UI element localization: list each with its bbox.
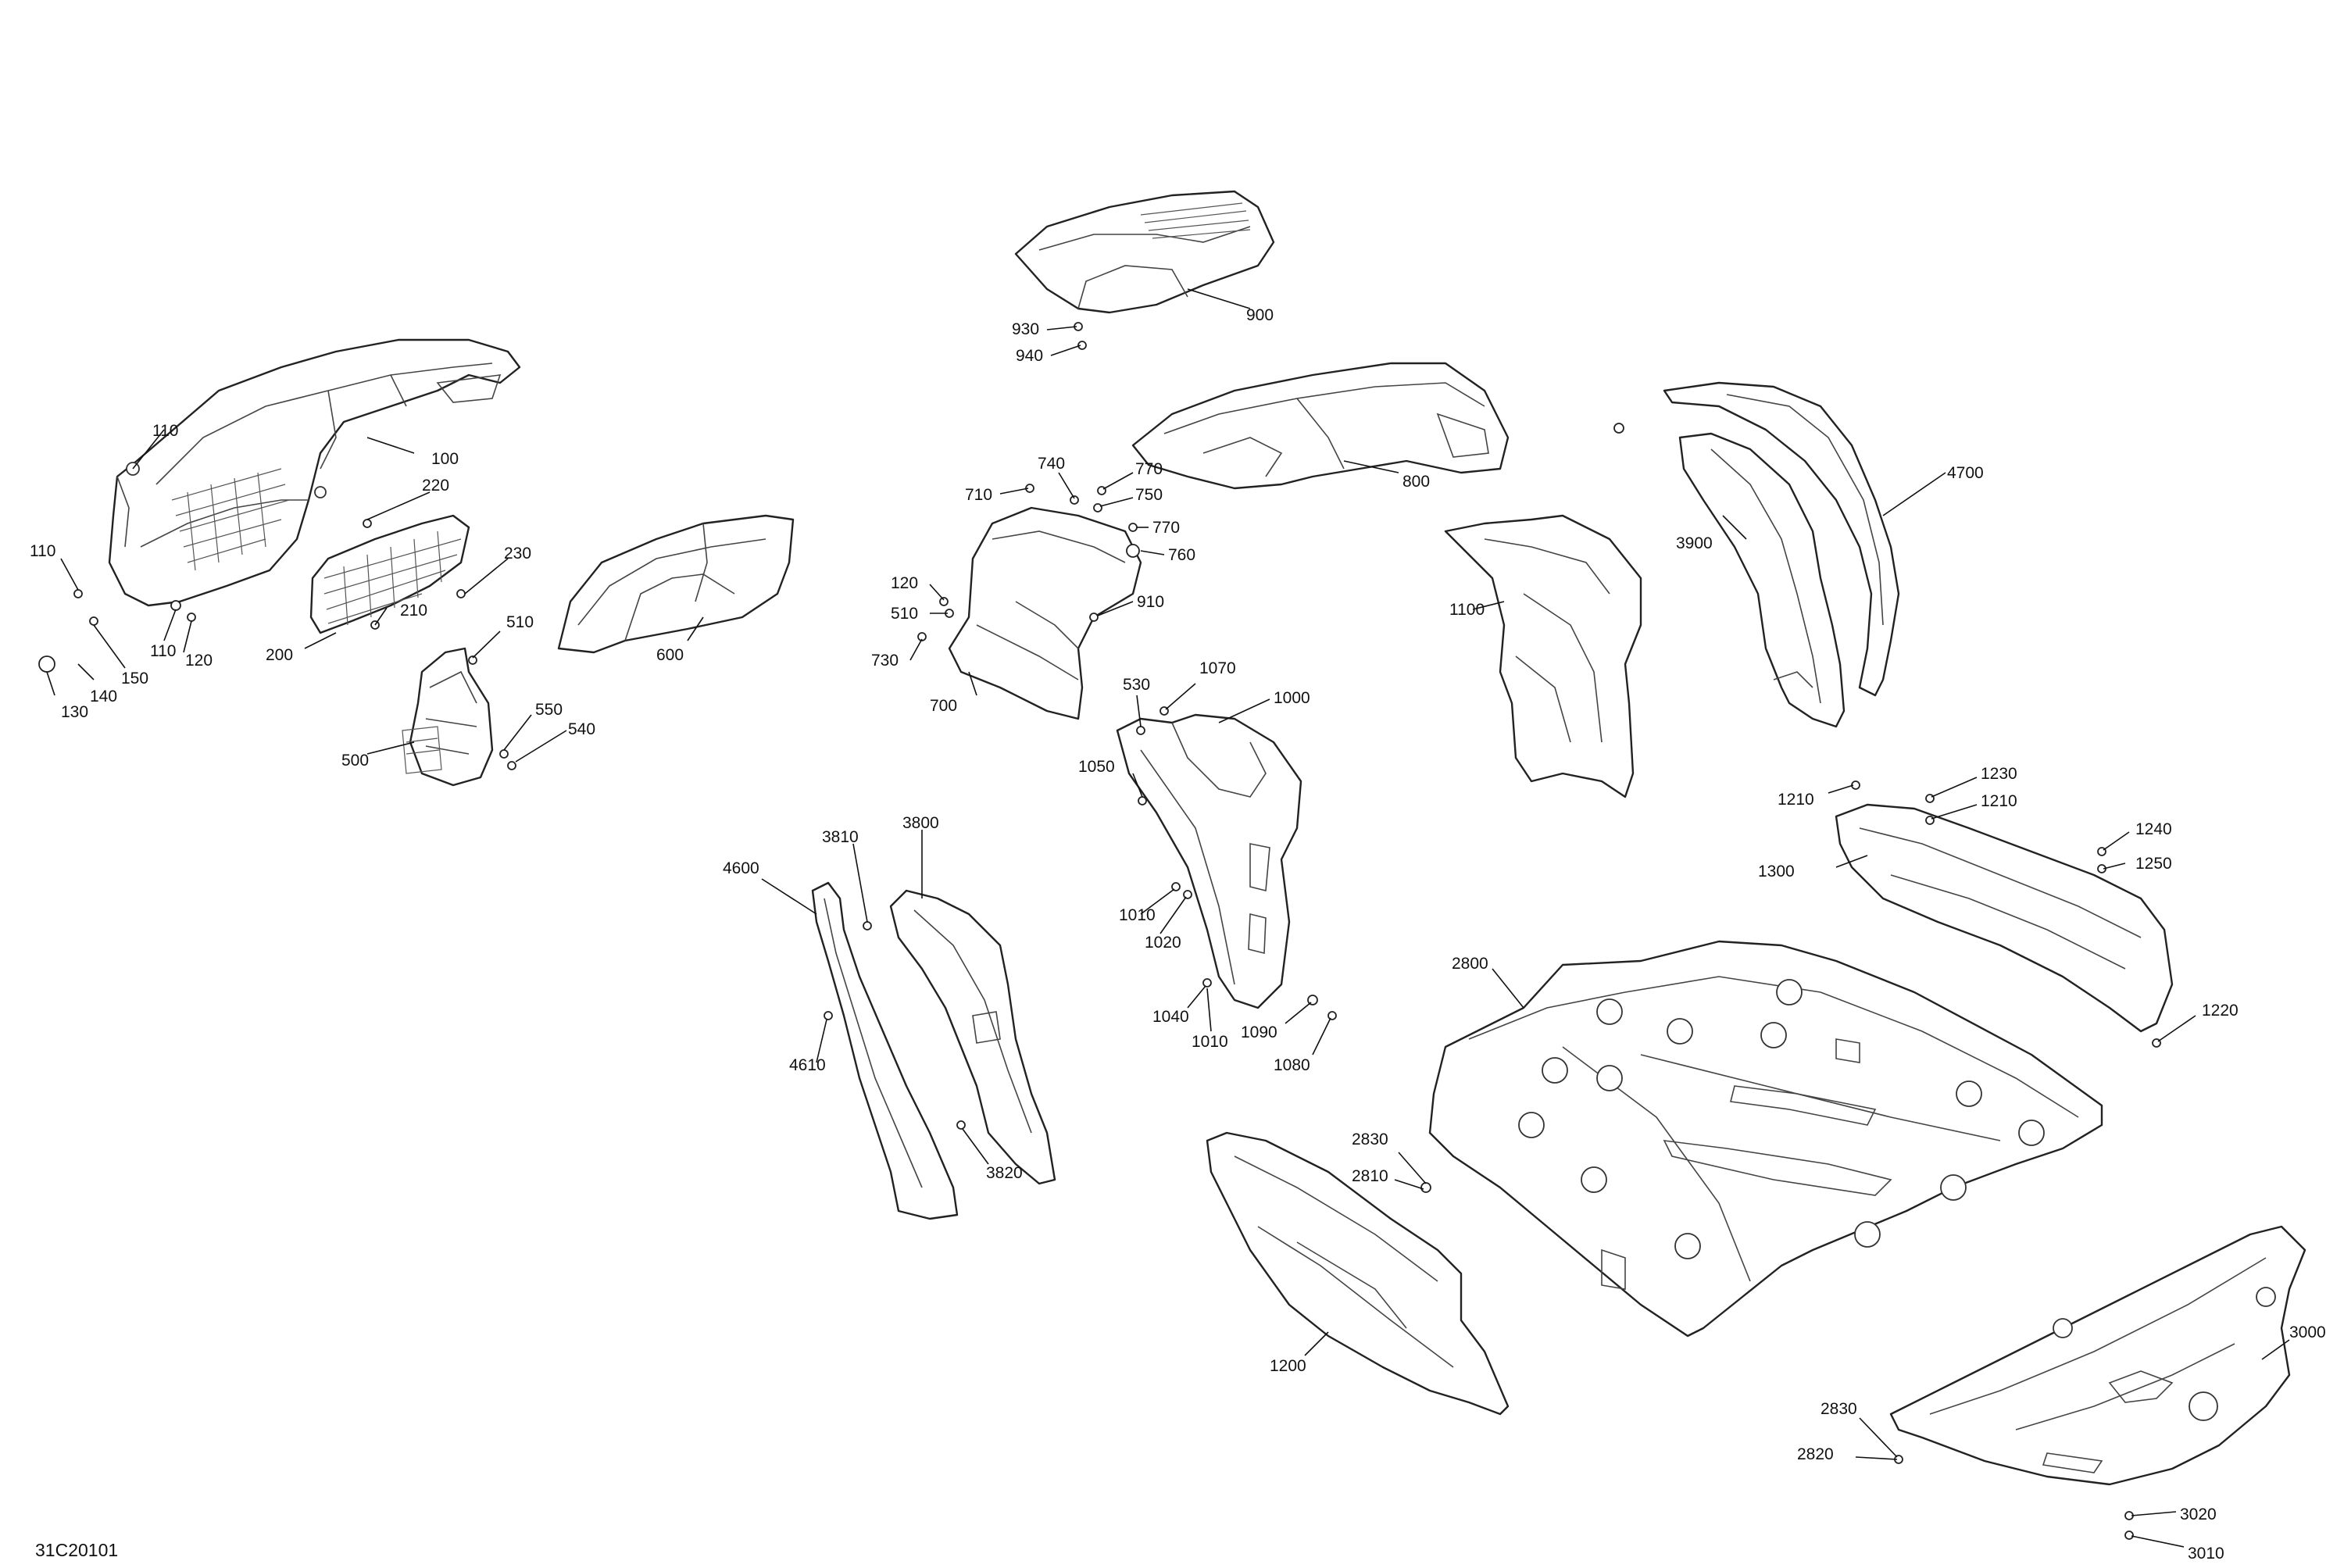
callout-label: 900 [1246,306,1274,324]
callout-label: 1010 [1192,1033,1228,1051]
callout-label: 600 [656,646,684,664]
callout-label: 120 [185,652,213,670]
callout-label: 200 [266,646,293,664]
callout-label: 2820 [1797,1445,1834,1463]
callout-label: 1230 [1981,765,2017,783]
callout-label: 1020 [1145,934,1181,952]
callout-label: 510 [506,613,534,631]
part-skid-plate-2800 [1428,940,2103,1338]
callout-label: 1010 [1119,906,1156,924]
callout-label: 800 [1402,473,1430,491]
callout-label: 750 [1135,486,1163,504]
callout-label: 1240 [2135,820,2172,838]
callout-label: 3800 [902,814,939,832]
callout-label: 2810 [1352,1167,1388,1185]
part-console-700 [948,506,1142,720]
callout-label: 140 [90,688,117,705]
callout-label: 4610 [789,1056,826,1074]
callout-label: 510 [891,605,918,623]
callout-label: 3900 [1676,534,1713,552]
callout-label: 3010 [2188,1545,2224,1563]
callout-label: 540 [568,720,595,738]
callout-label: 1040 [1152,1008,1189,1026]
callout-label: 4600 [723,859,759,877]
callout-label: 1090 [1241,1023,1277,1041]
callout-labels: 100 110 110 110 120 130 140 150 200 210 … [30,306,2326,1563]
callout-label: 110 [150,642,176,660]
callout-label: 550 [535,701,563,719]
callout-label: 100 [431,450,459,468]
callout-label: 730 [871,652,899,670]
callout-label: 1000 [1274,689,1310,707]
callout-label: 130 [61,703,88,721]
callout-label: 930 [1012,320,1039,338]
part-rear-bar-1300 [1835,803,2174,1033]
part-fender-flare-4700 [1663,381,1900,697]
callout-label: 1070 [1199,659,1236,677]
part-rear-panel-1100 [1444,514,1642,798]
callout-label: 150 [121,670,148,688]
part-rear-skid-3000 [1889,1225,2306,1486]
part-rocker-4600 [811,881,959,1220]
callout-label: 1210 [1981,792,2017,810]
part-top-cover-900 [1014,190,1275,314]
callout-label: 210 [400,602,427,620]
callout-label: 700 [930,697,957,715]
callout-label: 120 [891,574,918,592]
callout-label: 1220 [2202,1002,2239,1020]
callout-label: 3000 [2289,1323,2326,1341]
callout-label: 1050 [1078,758,1115,776]
part-fender-3900 [1678,432,1846,728]
callout-label: 940 [1016,347,1043,365]
leader-lines [46,288,2290,1548]
callout-label: 1250 [2135,855,2172,873]
part-side-skid-1200 [1206,1131,1510,1416]
callout-label: 910 [1137,593,1164,611]
callout-label: 1080 [1274,1056,1310,1074]
part-side-panel-1000 [1116,713,1302,1009]
callout-label: 1210 [1778,791,1814,809]
callout-label: 710 [965,486,992,504]
callout-label: 230 [504,545,531,563]
part-bracket-500 [402,647,494,787]
part-inner-frame-600 [557,514,795,654]
callout-label: 2830 [1352,1130,1388,1148]
callout-label: 2800 [1452,955,1488,973]
callout-label: 3820 [986,1164,1023,1182]
callout-label: 110 [30,542,55,560]
callout-label: 500 [341,752,369,770]
callout-label: 530 [1123,676,1150,694]
callout-label: 1300 [1758,863,1795,880]
callout-label: 1200 [1270,1357,1306,1375]
callout-label: 1100 [1449,601,1485,619]
callout-label: 220 [422,477,449,495]
callout-label: 3020 [2180,1505,2217,1523]
callout-label: 3810 [822,828,859,846]
part-rocker-3800 [889,889,1056,1185]
clip-ring [38,655,55,673]
part-hood-800 [1131,362,1510,490]
part-grille-insert [309,514,470,634]
callout-label: 740 [1038,455,1065,473]
fasteners [38,322,2161,1540]
callout-label: 4700 [1947,464,1984,482]
callout-label: 110 [152,422,178,440]
diagram-id: 31C20101 [35,1540,118,1560]
callout-label: 770 [1152,519,1180,537]
callout-label: 770 [1135,460,1163,478]
callout-label: 760 [1168,546,1195,564]
callout-label: 2830 [1821,1400,1857,1418]
